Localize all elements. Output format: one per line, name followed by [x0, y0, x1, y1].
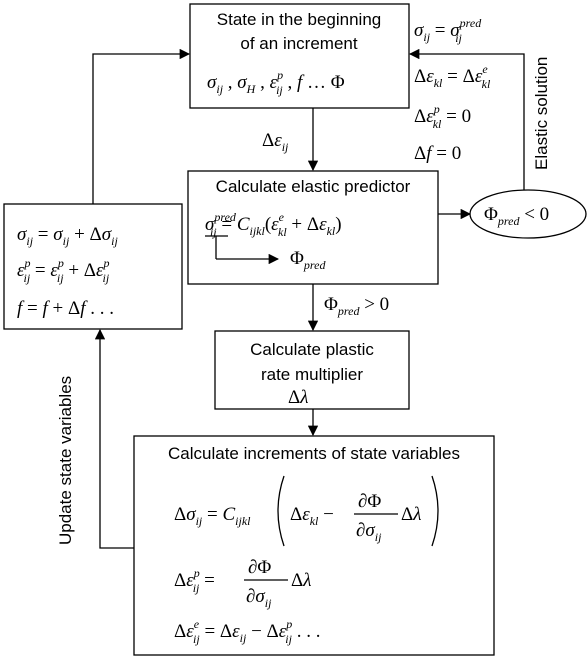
arrow-update-to-state [92, 48, 191, 204]
arrow-increments-to-update [94, 328, 134, 549]
plastic-rate-line1: Calculate plastic [250, 340, 374, 359]
svg-text:σij = σij + Δσij: σij = σij + Δσij [17, 224, 118, 248]
state-begin-line2: of an increment [240, 34, 357, 53]
svg-text:∂Φ: ∂Φ [248, 557, 271, 578]
arrow-elastic-return [408, 48, 525, 190]
svg-text:∂σij: ∂σij [246, 586, 272, 610]
state-begin-box: State in the beginning of an increment σ… [189, 3, 410, 109]
update-state-label: Update state variables [56, 376, 75, 545]
svg-text:∂σij: ∂σij [356, 520, 382, 544]
svg-text:∂Φ: ∂Φ [358, 491, 381, 512]
svg-text:Δσij = Cijkl: Δσij = Cijkl [174, 504, 251, 528]
state-begin-line1: State in the beginning [217, 10, 381, 29]
increments-box: Calculate increments of state variables … [133, 435, 495, 656]
phi-pred-formula: Φpred [290, 248, 326, 272]
delta-eps-label: Δεij [262, 130, 289, 154]
elastic-predictor-title: Calculate elastic predictor [216, 177, 411, 196]
increments-title: Calculate increments of state variables [168, 444, 460, 463]
elastic-solution-label: Elastic solution [532, 57, 551, 170]
plastic-rate-box: Calculate plastic rate multiplier Δλ [214, 330, 410, 410]
phi-pred-positive-condition: Φpred > 0 [324, 294, 389, 318]
svg-text:Δεkl −: Δεkl − [290, 504, 334, 528]
delta-sigma-formula: Δσij = Cijkl Δεkl − ∂Φ ∂σij Δλ [174, 475, 439, 547]
svg-text:f = f + Δf . . .: f = f + Δf . . . [17, 298, 114, 319]
svg-text:Δλ: Δλ [401, 504, 421, 525]
svg-text:Δλ: Δλ [291, 570, 311, 591]
elastic-check-ellipse: Φpred < 0 [469, 189, 587, 239]
phi-pred-negative-condition: Φpred < 0 [484, 204, 549, 228]
plastic-rate-line2: rate multiplier [261, 365, 363, 384]
delta-lambda: Δλ [288, 387, 308, 408]
svg-text:Δf = 0: Δf = 0 [414, 143, 461, 164]
